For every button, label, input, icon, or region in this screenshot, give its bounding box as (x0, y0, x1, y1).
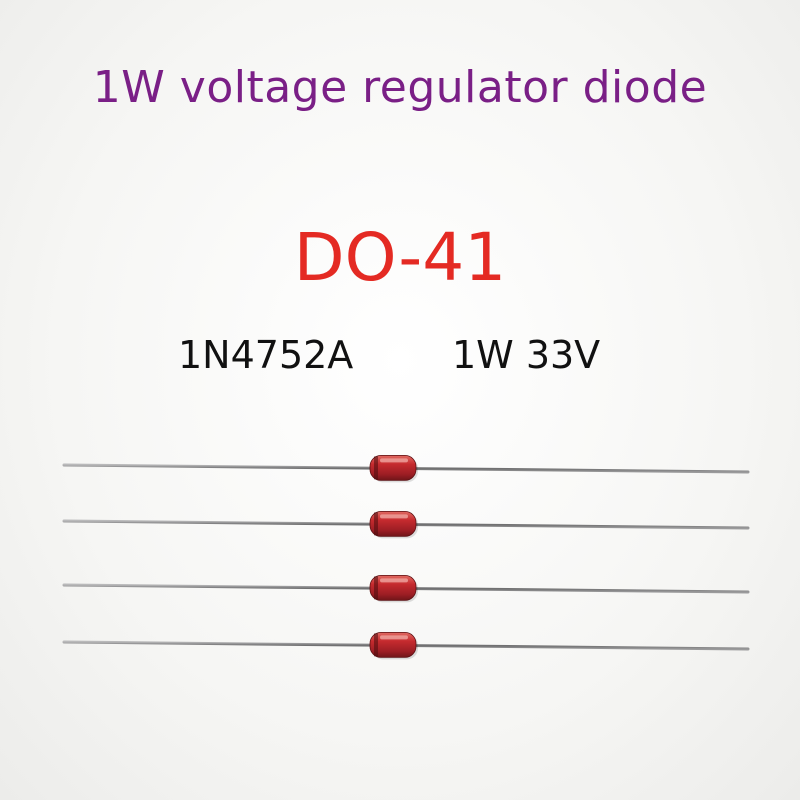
diode-highlight (380, 514, 408, 519)
power-voltage-rating: 1W 33V (452, 333, 601, 377)
diode-2 (62, 510, 750, 539)
diode-highlight (380, 458, 408, 463)
part-number: 1N4752A (178, 333, 354, 377)
diode-1 (62, 454, 750, 483)
spec-row: 1N4752A 1W 33V (0, 330, 800, 380)
cathode-band (374, 576, 378, 600)
diode-3 (62, 574, 750, 603)
package-label: DO-41 (293, 219, 507, 296)
cathode-band (374, 512, 378, 536)
diodes-illustration (62, 454, 750, 660)
diode-highlight (380, 578, 408, 583)
cathode-band (374, 456, 378, 480)
diode-4 (62, 631, 750, 660)
product-title: 1W voltage regulator diode (92, 62, 708, 113)
diode-highlight (380, 635, 408, 640)
cathode-band (374, 633, 378, 657)
